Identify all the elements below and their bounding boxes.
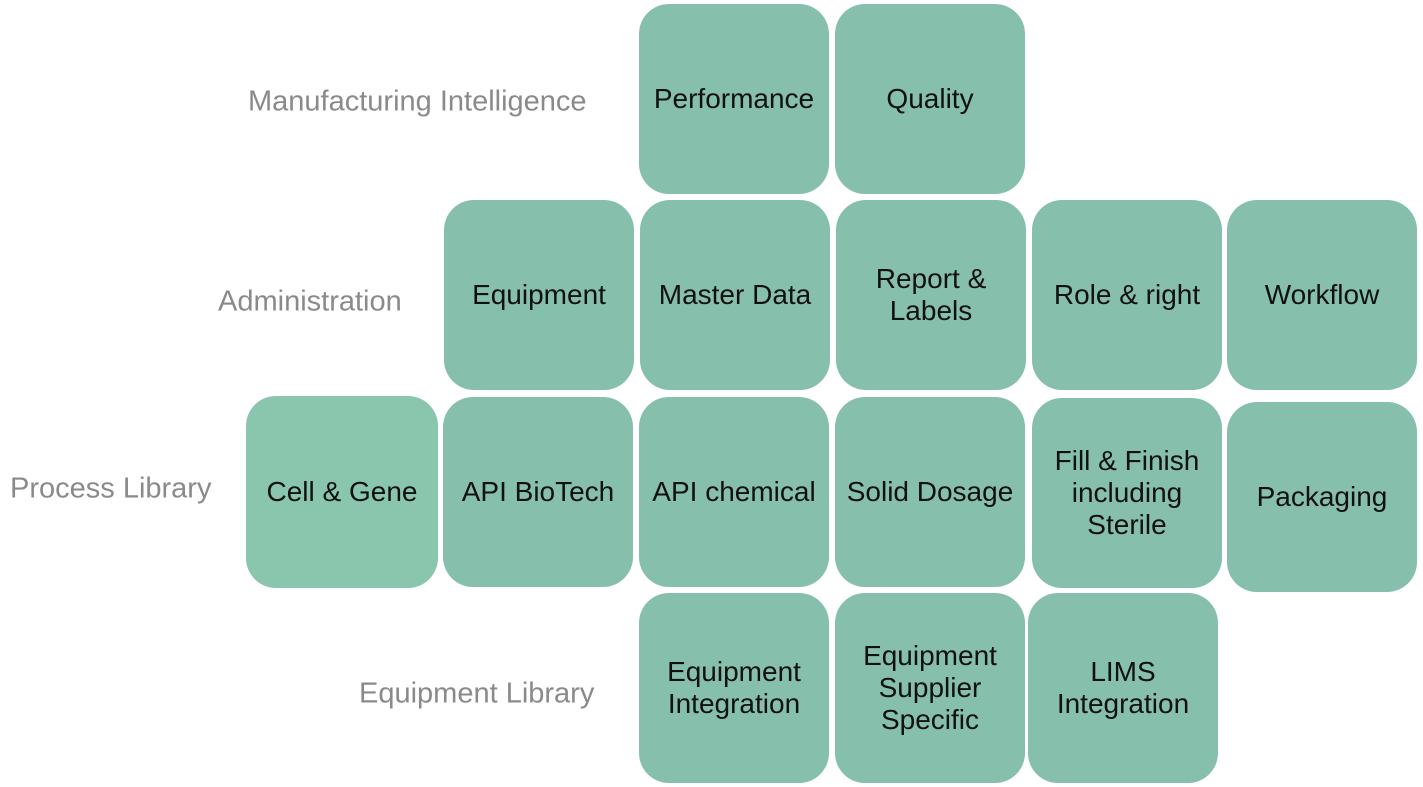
tile-quality[interactable]: Quality: [835, 4, 1025, 194]
tile-label: Workflow: [1264, 279, 1380, 310]
tile-label: Role & right: [1053, 279, 1201, 310]
tile-report-labels[interactable]: Report & Labels: [836, 200, 1026, 390]
tile-fill-finish[interactable]: Fill & Finish including Sterile: [1032, 398, 1222, 588]
tile-role-right[interactable]: Role & right: [1032, 200, 1222, 390]
tile-api-chemical[interactable]: API chemical: [639, 397, 829, 587]
tile-cell-gene[interactable]: Cell & Gene: [246, 396, 438, 588]
tile-packaging[interactable]: Packaging: [1227, 402, 1417, 592]
tile-label: Equipment: [472, 279, 606, 310]
tile-label: Report & Labels: [875, 263, 987, 326]
tile-label: Solid Dosage: [846, 476, 1014, 507]
tile-label: Performance: [653, 83, 815, 114]
tile-equipment[interactable]: Equipment: [444, 200, 634, 390]
row-label-equipment-library: Equipment Library: [359, 677, 595, 710]
tile-label: Equipment Integration: [667, 656, 801, 719]
tile-label: API BioTech: [461, 476, 615, 507]
tile-equipment-supplier-specific[interactable]: Equipment Supplier Specific: [835, 593, 1025, 783]
tile-label: LIMS Integration: [1056, 656, 1190, 719]
tile-api-biotech[interactable]: API BioTech: [443, 397, 633, 587]
row-label-manufacturing-intelligence: Manufacturing Intelligence: [248, 85, 587, 118]
tile-workflow[interactable]: Workflow: [1227, 200, 1417, 390]
tile-label: Equipment Supplier Specific: [863, 640, 997, 735]
row-label-process-library: Process Library: [10, 472, 212, 505]
tile-solid-dosage[interactable]: Solid Dosage: [835, 397, 1025, 587]
tile-master-data[interactable]: Master Data: [640, 200, 830, 390]
tile-equipment-integration[interactable]: Equipment Integration: [639, 593, 829, 783]
tile-label: Master Data: [658, 279, 812, 310]
tile-label: API chemical: [652, 476, 816, 507]
row-label-administration: Administration: [218, 285, 402, 318]
tile-performance[interactable]: Performance: [639, 4, 829, 194]
tile-label: Cell & Gene: [266, 476, 418, 507]
tile-lims-integration[interactable]: LIMS Integration: [1028, 593, 1218, 783]
tile-label: Packaging: [1256, 481, 1388, 512]
tile-label: Fill & Finish including Sterile: [1054, 445, 1200, 540]
tile-label: Quality: [886, 83, 974, 114]
